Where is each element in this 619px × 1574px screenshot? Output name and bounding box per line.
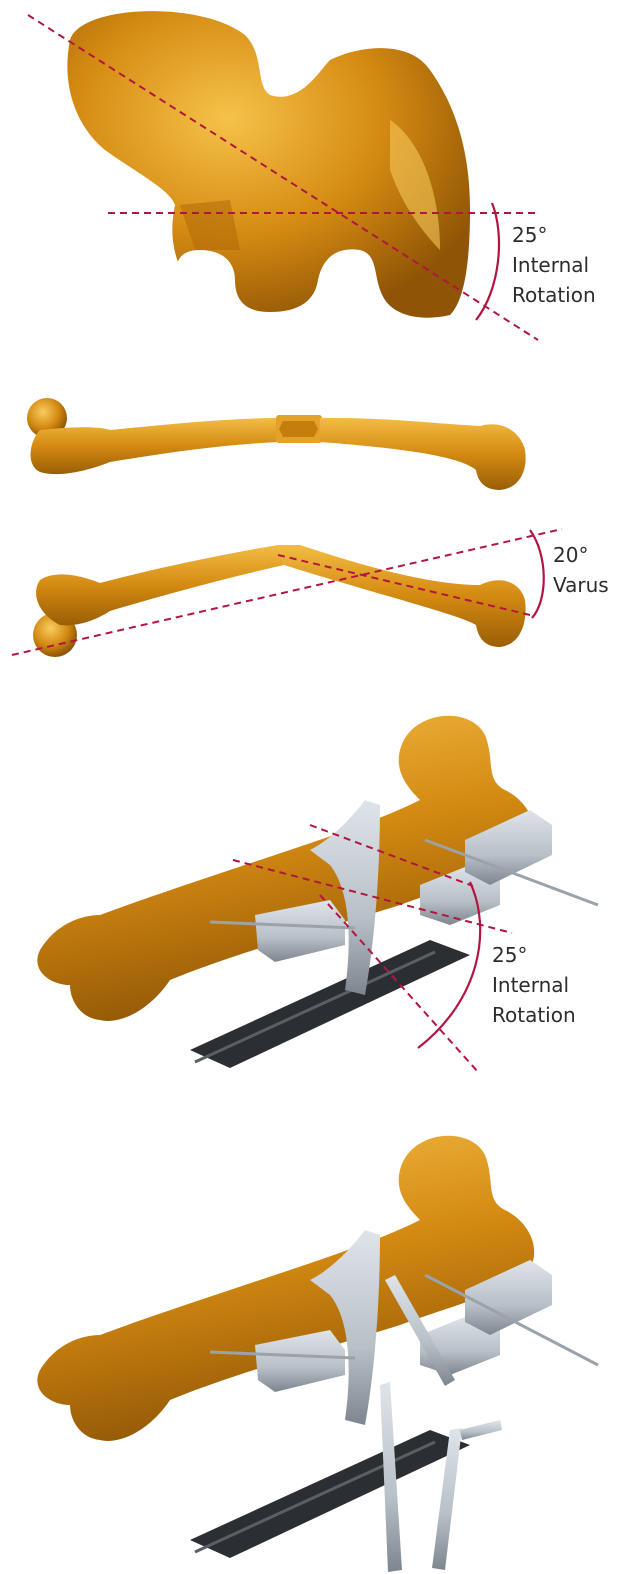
fixator-rail <box>190 1430 470 1558</box>
panel-femur-straight <box>0 390 619 505</box>
femur-bone <box>37 716 534 1021</box>
distal-femur-figure: 25° Internal Rotation <box>0 0 619 350</box>
annotation-line1: Internal <box>512 253 589 277</box>
femur-straight-figure <box>0 390 619 505</box>
femur-varus-figure: 20° Varus <box>0 515 619 665</box>
pin-handle <box>460 1420 502 1440</box>
osteotomy-wedge <box>279 421 318 437</box>
panel-distal-femur: 25° Internal Rotation <box>0 0 619 350</box>
annotation-line1: Internal <box>492 973 569 997</box>
panel-fixator-rotation: 25° Internal Rotation <box>0 690 619 1110</box>
rotation-angle-arc <box>476 203 499 320</box>
fixator-final-figure <box>0 1130 619 1574</box>
femur-shaft-proximal <box>36 545 284 625</box>
annotation-line1: Varus <box>553 573 609 597</box>
annotation-angle: 25° <box>492 943 527 967</box>
panel-fixator-final <box>0 1130 619 1574</box>
femur-shaft-distal <box>278 545 526 647</box>
annotation-angle: 25° <box>512 223 547 247</box>
varus-angle-arc <box>530 530 544 618</box>
femur-bone <box>37 1136 534 1441</box>
annotation-line2: Rotation <box>512 283 596 307</box>
femur-shaft-distal <box>320 418 526 490</box>
panel-femur-varus: 20° Varus <box>0 515 619 665</box>
femur-shaft-proximal <box>31 418 280 474</box>
annotation-line2: Rotation <box>492 1003 576 1027</box>
rail-groove <box>195 952 435 1062</box>
fixator-rail <box>190 940 470 1068</box>
fixator-rotation-figure: 25° Internal Rotation <box>0 690 619 1110</box>
annotation-angle: 20° <box>553 543 588 567</box>
